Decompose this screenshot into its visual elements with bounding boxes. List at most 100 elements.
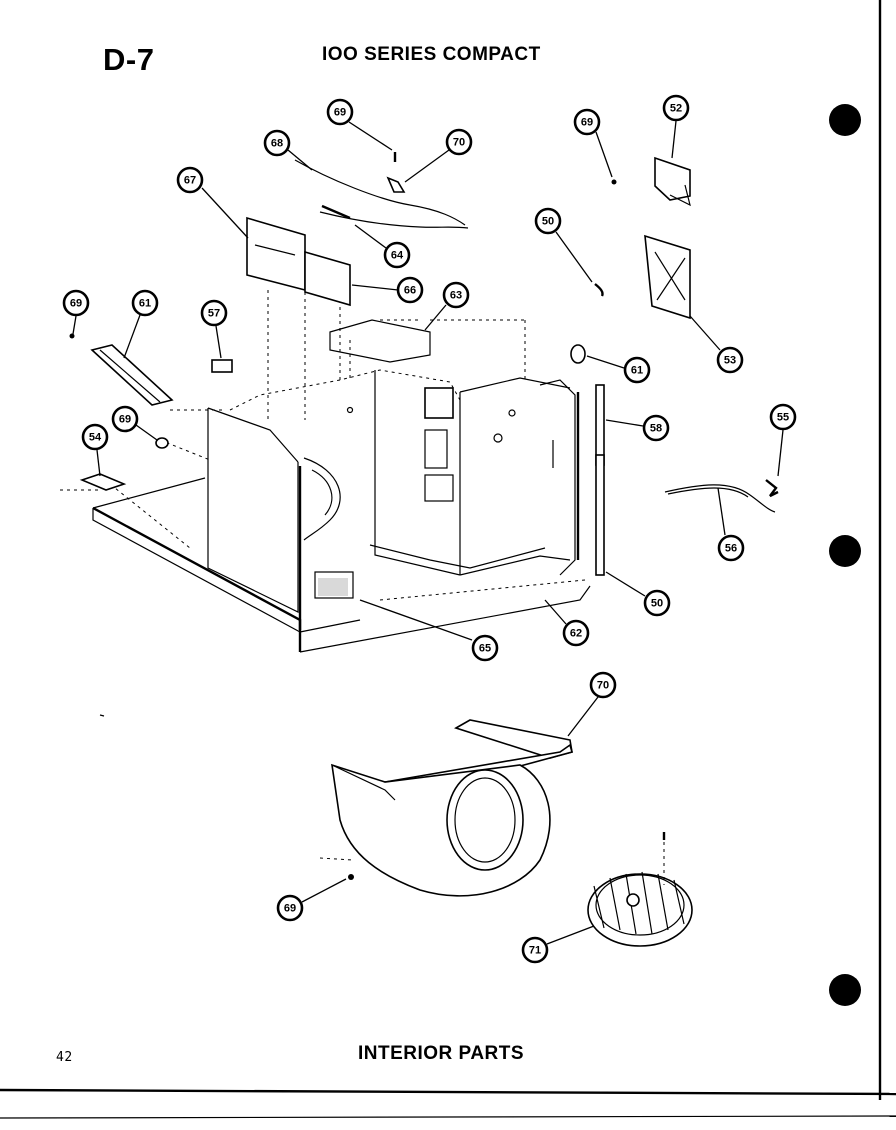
part-58-strip bbox=[595, 384, 605, 466]
callout-circle bbox=[662, 94, 690, 122]
callout-circle bbox=[62, 289, 90, 317]
callout-66: 66 bbox=[396, 276, 424, 304]
callout-65: 65 bbox=[471, 634, 499, 662]
callout-53: 53 bbox=[716, 346, 744, 374]
callout-circle bbox=[176, 166, 204, 194]
callout-number: 67 bbox=[184, 175, 196, 187]
callout-69: 69 bbox=[62, 289, 90, 317]
section-title: INTERIOR PARTS bbox=[358, 1043, 525, 1064]
callout-number: 71 bbox=[529, 945, 541, 957]
callout-54: 54 bbox=[81, 423, 109, 451]
callout-circle bbox=[716, 346, 744, 374]
callout-number: 69 bbox=[119, 414, 131, 426]
screw-69-blower bbox=[348, 874, 354, 880]
callout-number: 55 bbox=[777, 412, 789, 424]
callout-50: 50 bbox=[643, 589, 671, 617]
callout-64: 64 bbox=[383, 241, 411, 269]
callout-circle bbox=[717, 534, 745, 562]
callout-number: 69 bbox=[581, 117, 593, 129]
callout-circle bbox=[471, 634, 499, 662]
callout-circle bbox=[326, 98, 354, 126]
callout-circle bbox=[573, 108, 601, 136]
callout-69: 69 bbox=[326, 98, 354, 126]
projection-lines bbox=[60, 285, 526, 717]
callout-circle bbox=[445, 128, 473, 156]
callout-circle bbox=[276, 894, 304, 922]
part-52-bracket bbox=[611, 156, 691, 207]
callout-circle bbox=[111, 405, 139, 433]
bottom-border bbox=[0, 1088, 896, 1096]
binder-hole-top bbox=[829, 104, 861, 136]
callout-67: 67 bbox=[176, 166, 204, 194]
callout-58: 58 bbox=[642, 414, 670, 442]
base-pan-assembly bbox=[92, 477, 591, 653]
callout-56: 56 bbox=[717, 534, 745, 562]
callout-69: 69 bbox=[276, 894, 304, 922]
callout-circle bbox=[623, 356, 651, 384]
callout-number: 52 bbox=[670, 103, 682, 115]
callout-circle bbox=[562, 619, 590, 647]
callout-number: 64 bbox=[391, 250, 404, 262]
callout-62: 62 bbox=[562, 619, 590, 647]
part-55-fitting bbox=[765, 479, 779, 498]
callout-circle bbox=[534, 207, 562, 235]
callout-68: 68 bbox=[263, 129, 291, 157]
callout-number: 61 bbox=[139, 298, 151, 310]
callout-circle bbox=[383, 241, 411, 269]
callout-63: 63 bbox=[442, 281, 470, 309]
callout-70: 70 bbox=[445, 128, 473, 156]
grommet-69 bbox=[155, 437, 169, 449]
part-57-bracket bbox=[211, 359, 233, 373]
part-54-clip bbox=[79, 473, 127, 491]
callout-circle bbox=[131, 289, 159, 317]
part-56-tube bbox=[664, 484, 776, 513]
page-number: 42 bbox=[56, 1050, 73, 1065]
callout-52: 52 bbox=[662, 94, 690, 122]
callout-circle bbox=[81, 423, 109, 451]
callout-number: 69 bbox=[284, 903, 296, 915]
callout-number: 50 bbox=[542, 216, 554, 228]
part-61-plate bbox=[90, 344, 174, 406]
series-title: IOO SERIES COMPACT bbox=[322, 44, 541, 65]
part-63-cover bbox=[329, 319, 431, 363]
callout-50: 50 bbox=[534, 207, 562, 235]
callout-circle bbox=[589, 671, 617, 699]
callout-circle bbox=[642, 414, 670, 442]
callout-bubbles: 69 70 68 67 64 66 63 69 61 57 69 54 69 52 50 53 61 58 55 56… bbox=[62, 94, 797, 964]
callout-70: 70 bbox=[589, 671, 617, 699]
part-50-strip bbox=[595, 454, 605, 576]
callout-circle bbox=[521, 936, 549, 964]
callout-55: 55 bbox=[769, 403, 797, 431]
callout-71: 71 bbox=[521, 936, 549, 964]
blower-wheel bbox=[587, 832, 693, 947]
bottom-scan-line bbox=[0, 1115, 896, 1119]
binder-hole-bottom bbox=[829, 974, 861, 1006]
binder-hole-middle bbox=[829, 535, 861, 567]
part-50-clip bbox=[594, 283, 604, 297]
callout-circle bbox=[396, 276, 424, 304]
callout-61: 61 bbox=[623, 356, 651, 384]
left-partition bbox=[207, 407, 341, 630]
callout-number: 68 bbox=[271, 138, 283, 150]
part-53-panel bbox=[644, 234, 691, 320]
callout-number: 57 bbox=[208, 308, 220, 320]
callout-number: 69 bbox=[70, 298, 82, 310]
callout-number: 58 bbox=[650, 423, 662, 435]
blower-housing bbox=[319, 719, 573, 897]
callout-number: 70 bbox=[453, 137, 465, 149]
leader-lines bbox=[72, 120, 784, 945]
callout-57: 57 bbox=[200, 299, 228, 327]
callout-number: 53 bbox=[724, 355, 736, 367]
callout-69: 69 bbox=[111, 405, 139, 433]
callout-number: 66 bbox=[404, 285, 416, 297]
callout-number: 70 bbox=[597, 680, 609, 692]
callout-61: 61 bbox=[131, 289, 159, 317]
page-code: D-7 bbox=[103, 42, 155, 77]
part-67-panel bbox=[246, 216, 351, 307]
callout-circle bbox=[200, 299, 228, 327]
callout-69: 69 bbox=[573, 108, 601, 136]
callout-circle bbox=[643, 589, 671, 617]
callout-number: 63 bbox=[450, 290, 462, 302]
